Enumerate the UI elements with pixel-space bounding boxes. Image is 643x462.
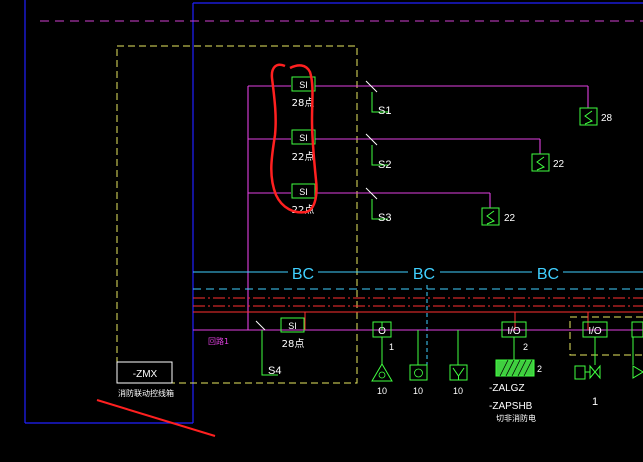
io-module-o[interactable]: O 1 <box>372 321 394 352</box>
io-module-label: O <box>378 326 386 337</box>
s4-slash <box>255 320 266 331</box>
sensor-module-label: SI <box>299 133 308 143</box>
red-annotation-stroke <box>96 399 216 437</box>
io-module-number: 2 <box>523 342 528 352</box>
sensor-module-label: SI <box>299 80 308 90</box>
valve-symbol[interactable]: 1 <box>574 364 601 408</box>
device-block-hatched[interactable]: 2 <box>495 359 542 377</box>
device-count: 10 <box>453 386 463 396</box>
panel-caption: 消防联动控线箱 <box>118 388 174 398</box>
io-module-label: I/O <box>588 326 602 337</box>
panel-tag: -ZMX <box>133 369 158 380</box>
sensor-module-count: 22点 <box>292 151 315 163</box>
io-module-io-1[interactable]: I/O 2 <box>501 321 528 352</box>
device-symbol-3[interactable]: 10 <box>449 364 468 396</box>
io-module-partial <box>631 321 643 338</box>
end-device-count: 22 <box>553 159 565 170</box>
branch-label-s3: S3 <box>378 212 391 224</box>
si-module-count: 28点 <box>282 338 305 350</box>
sensor-module-2[interactable]: SI 22点 <box>291 129 316 163</box>
s4-label: S4 <box>268 365 281 377</box>
right-panel-boundary <box>569 316 643 356</box>
end-device-count: 22 <box>504 213 516 224</box>
incoming-label: 回路1 <box>208 336 229 346</box>
bus-label: BC <box>292 266 314 283</box>
device-stubs <box>381 322 634 365</box>
end-device-1[interactable]: 28 <box>579 107 613 126</box>
si-module-label: SI <box>288 321 297 331</box>
hatch-pattern <box>499 359 533 377</box>
arrow-symbol-partial <box>632 365 643 379</box>
branch-markers <box>365 80 388 220</box>
branch-label-s2: S2 <box>378 159 391 171</box>
sensor-module-1[interactable]: SI 28点 <box>291 76 316 109</box>
io-module-label: I/O <box>507 326 521 337</box>
bottom-si-module[interactable]: SI 28点 <box>280 317 305 350</box>
end-device-3[interactable]: 22 <box>481 207 516 226</box>
branch-label-s1: S1 <box>378 105 391 117</box>
device-tag-note: 切非消防电 <box>496 413 536 423</box>
valve-number: 1 <box>592 396 598 408</box>
sensor-module-count: 28点 <box>292 97 315 109</box>
bc-bus: BC BC BC <box>193 266 643 283</box>
end-device-2[interactable]: 22 <box>531 153 565 172</box>
device-tag-zapshb: -ZAPSHB <box>489 401 533 412</box>
red-drop-lines <box>304 312 589 330</box>
device-symbol-1[interactable]: 10 <box>371 363 393 396</box>
device-count: 10 <box>377 386 387 396</box>
bus-label: BC <box>413 266 435 283</box>
io-module-number: 1 <box>389 342 394 352</box>
control-panel-boundary <box>116 45 358 384</box>
panel-tag-box[interactable]: -ZMX <box>116 361 173 384</box>
red-annotation-circle <box>270 63 318 214</box>
sensor-module-label: SI <box>299 187 308 197</box>
bus-label: BC <box>537 266 559 283</box>
s4-wire <box>261 330 278 376</box>
drawing-frame <box>24 0 643 424</box>
end-device-count: 28 <box>601 113 613 124</box>
device-block-count: 2 <box>537 364 542 374</box>
device-symbol-2[interactable]: 10 <box>409 364 428 396</box>
device-count: 10 <box>413 386 423 396</box>
device-tag-zalgz: -ZALGZ <box>489 383 525 394</box>
